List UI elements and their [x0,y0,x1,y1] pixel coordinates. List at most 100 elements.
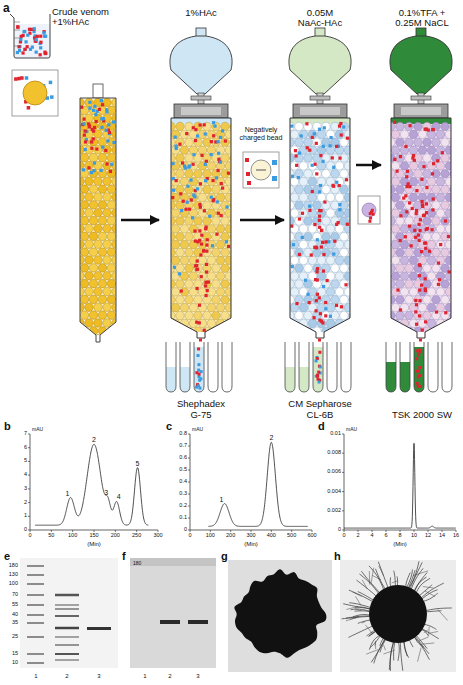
marker-size: 15 [12,651,18,657]
resin-bead [409,209,418,218]
particle-square [110,163,113,166]
resin-bead [322,217,331,226]
resin-bead [308,177,317,186]
resin-bead [171,130,180,139]
resin-bead [295,201,304,210]
resin-bead [180,272,189,281]
tick-label: 4 [24,472,27,478]
particle-square [314,246,317,249]
resin-bead [432,122,441,131]
particle-square [205,263,208,266]
particle-square [181,161,184,164]
particle-square [294,154,297,157]
particle-square [221,187,224,190]
chromatography-column [166,28,238,392]
particle-square [406,170,409,173]
particle-square [418,350,421,353]
resin-bead [103,334,112,343]
aortic-ring-image [228,560,332,672]
resin-bead [189,303,198,312]
resin-bead [221,232,230,241]
particle-square [320,320,323,323]
particle-square [197,363,200,366]
tube-liquid [414,347,424,392]
particle-square [25,76,29,80]
node-heading: Crude venom +1%HAc [52,7,116,28]
tissue-ring [369,585,427,643]
particle-square [93,105,96,108]
particle-square [93,161,96,164]
particle-square [290,124,293,127]
resin-bead [436,177,445,186]
resin-bead [335,209,344,218]
resin-bead [80,232,89,241]
tick-label: 6 [384,533,387,539]
column-packing [167,118,239,336]
axis-tick [386,530,387,532]
node-heading: 1%HAc [166,8,236,18]
collection-tube [386,342,396,392]
particle-square [212,199,215,202]
flow-arrow [356,164,381,167]
resin-bead [322,122,331,131]
resin-bead [207,162,216,171]
resin-bead [340,217,349,226]
particle-square [44,35,47,38]
resin-bead [290,225,299,234]
resin-bead [98,264,107,273]
particle-square [324,307,327,310]
particle-square [195,268,198,271]
particle-square [202,249,205,252]
inset-bead [23,81,47,105]
tick-label: 0 [338,527,341,533]
axis-tick [188,518,190,519]
resin-bead [107,279,116,288]
particle-square [206,289,209,292]
particle-square [205,243,208,246]
resin-bead [216,225,225,234]
protein-band [87,627,111,630]
resin-bead [299,162,308,171]
particle-square [227,172,230,175]
particle-square [399,214,402,217]
particle-square [425,186,428,189]
resin-bead [304,264,313,273]
peak-number: 1 [220,495,224,502]
resin-bead [450,327,459,336]
column-cap-inner [401,107,441,115]
particle-square [321,241,324,244]
particle-square [225,240,228,243]
resin-bead [103,256,112,265]
axis-line [344,434,456,530]
resin-bead [194,217,203,226]
resin-bead [414,122,423,131]
resin-bead [331,311,340,320]
particle-square [92,169,95,172]
particle-square [210,153,213,156]
resin-bead [317,256,326,265]
resin-bead [432,311,441,320]
resin-bead [103,177,112,186]
particle-square [338,184,341,187]
resin-bead [180,146,189,155]
resin-bead [344,209,353,218]
axis-tick [188,458,190,459]
particle-square [204,281,207,284]
tube-liquid [166,367,176,392]
resin-bead [290,209,299,218]
axis-tick [28,488,30,489]
vessel-branch [375,641,376,646]
resin-bead [331,201,340,210]
resin-bead [212,232,221,241]
resin-bead [441,280,450,289]
vessel-sprout [349,590,375,603]
resin-bead [207,303,216,312]
particle-square [338,208,341,211]
resin-bead [313,138,322,147]
axis-tick [190,530,191,532]
blot-shade [130,558,216,566]
resin-bead [335,272,344,281]
tick-label: 600 [307,533,316,539]
resin-bead [198,177,207,186]
resin-bead [436,130,445,139]
